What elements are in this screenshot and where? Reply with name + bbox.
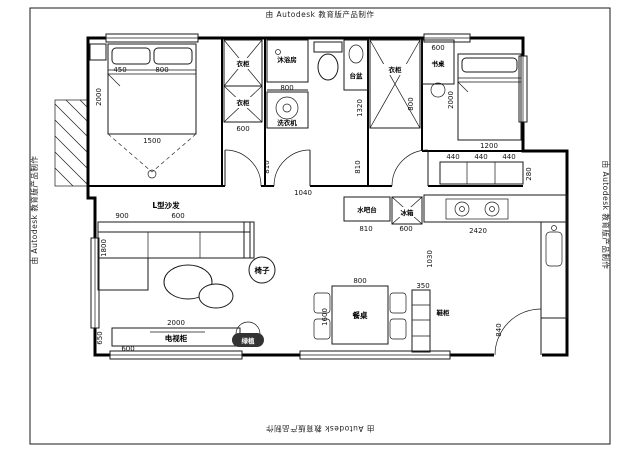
bed-1 [89, 43, 197, 179]
chair [248, 256, 276, 284]
dim-1320: 1320 [356, 99, 364, 117]
dim-2000-bed1: 2000 [95, 88, 103, 106]
dim-2000-tv: 2000 [167, 319, 185, 327]
outer-walls [86, 36, 569, 357]
dim-600-fridge: 600 [399, 225, 412, 233]
label-tv-cabinet: 电视柜 [165, 333, 188, 343]
watermark-bottom: 由 Autodesk 教育版产品制作 [266, 424, 375, 434]
dim-810-hall-left: 810 [263, 160, 271, 173]
l-sofa [97, 221, 255, 291]
hatched-area [54, 99, 89, 187]
basin-counter [343, 39, 369, 91]
label-shoe-cabinet: 鞋柜 [437, 308, 451, 317]
watermark-top: 由 Autodesk 教育版产品制作 [266, 9, 375, 19]
doors [224, 149, 542, 359]
dim-440-a: 440 [446, 153, 459, 161]
water-bar [343, 196, 391, 222]
toilet [313, 41, 343, 81]
washing-machine [266, 91, 309, 129]
dim-600-sofa: 600 [171, 212, 184, 220]
dim-280: 280 [525, 167, 533, 180]
dim-2000-bed2: 2000 [447, 91, 455, 109]
label-chair: 椅子 [255, 265, 270, 275]
fridge [391, 196, 423, 225]
label-sofa: L型沙发 [152, 200, 180, 210]
label-plant: 绿植 [242, 336, 256, 345]
dim-900: 900 [115, 212, 128, 220]
label-wardrobe-b: 衣柜 [237, 98, 251, 107]
shower-room [266, 39, 309, 83]
label-dining-table: 餐桌 [352, 310, 368, 320]
dim-1500: 1500 [143, 137, 161, 145]
dim-1200: 1200 [480, 142, 498, 150]
dim-600-wardrobe: 600 [236, 125, 249, 133]
label-wardrobe-a: 衣柜 [237, 59, 251, 68]
dim-350: 350 [416, 282, 429, 290]
watermark-left: 由 Autodesk 教育版产品制作 [29, 156, 39, 265]
label-water-bar: 水吧台 [357, 205, 377, 214]
label-washer: 洗衣机 [277, 118, 297, 127]
dim-800-shower: 800 [280, 84, 293, 92]
dim-1030: 1030 [426, 250, 434, 268]
bed-2 [457, 53, 522, 141]
dim-1600: 1600 [321, 308, 329, 326]
dim-800-wardrobe3: 800 [407, 97, 415, 110]
label-desk: 书桌 [432, 59, 446, 68]
dim-840: 840 [495, 323, 503, 336]
coffee-table [163, 264, 234, 309]
dim-1040: 1040 [294, 189, 312, 197]
dim-810-hall-right: 810 [354, 160, 362, 173]
wardrobe-b [223, 85, 263, 123]
dim-440-c: 440 [502, 153, 515, 161]
dim-1800: 1800 [100, 239, 108, 257]
label-shower: 沐浴房 [277, 55, 297, 64]
dim-450: 450 [113, 66, 126, 74]
label-fridge: 冰箱 [401, 208, 415, 217]
dim-810-bar: 810 [359, 225, 372, 233]
dim-800-window: 800 [155, 66, 168, 74]
watermark-right: 由 Autodesk 教育版产品制作 [601, 161, 611, 270]
kitchen-counter [423, 194, 568, 319]
dim-2420: 2420 [469, 227, 487, 235]
dim-800-dining: 800 [353, 277, 366, 285]
entry-cabinet [439, 161, 524, 185]
wardrobe-c [369, 39, 421, 129]
drawing-border [29, 7, 611, 445]
plant [232, 321, 264, 347]
shoe-cabinet [411, 289, 431, 353]
dim-600-tv: 600 [121, 345, 134, 353]
dim-650: 650 [96, 331, 104, 344]
label-wardrobe-c: 衣柜 [389, 65, 403, 74]
label-basin: 台盆 [350, 71, 364, 80]
dim-440-b: 440 [474, 153, 487, 161]
desk [421, 39, 455, 98]
windows [90, 33, 528, 360]
dining-set [313, 285, 407, 345]
dim-600-desk: 600 [431, 44, 444, 52]
